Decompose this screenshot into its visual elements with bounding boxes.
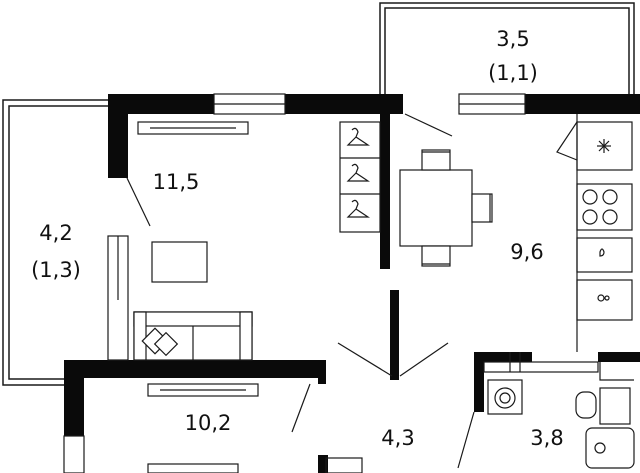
radiator-icon [137, 121, 259, 397]
window-icon [63, 93, 526, 473]
kitchen-area: 9,6 [510, 240, 543, 264]
hanger-icon [346, 127, 370, 218]
bathroom-fixtures [483, 352, 635, 469]
sink-icon [599, 248, 605, 257]
wall-bedroom-top [64, 360, 326, 378]
sofa-icon [133, 311, 253, 361]
wardrobe [339, 121, 381, 233]
washing-machine-icon [487, 379, 523, 415]
balcony-top-outline [379, 2, 635, 96]
bathroom-area: 3,8 [530, 426, 563, 450]
balcony-top-area: 3,5 [496, 27, 529, 51]
sink-icon [585, 427, 635, 469]
wall-top-right [525, 94, 640, 114]
chair-icon [421, 149, 493, 267]
toilet-icon [575, 387, 631, 425]
stove-icon [576, 183, 633, 231]
hall-area: 4,3 [381, 426, 414, 450]
wall-bathroom-top [474, 352, 484, 412]
coffee-table-icon [151, 241, 208, 283]
bedroom-furniture [147, 463, 239, 473]
balcony-left-outline [2, 99, 108, 386]
wall-partition-kitchen-lower [390, 290, 399, 380]
living-room-area: 11,5 [153, 170, 200, 194]
dining-table-icon [399, 149, 493, 267]
wall-top-middle [285, 94, 403, 114]
kitchen-counter [556, 114, 633, 352]
room-labels: 3,5 (1,1) 4,2 (1,3) 11,5 9,6 10,2 4,3 3,… [31, 27, 564, 450]
bedroom-area: 10,2 [185, 411, 232, 435]
wall-hall-bottom [318, 455, 328, 473]
wall-bathroom-right [598, 352, 640, 362]
wall-bathroom-top-h [474, 352, 532, 362]
wall-partition-kitchen [380, 94, 390, 269]
balcony-left-area: 4,2 [39, 221, 72, 245]
balcony-left-note: (1,3) [31, 258, 81, 282]
hall-cabinet [325, 457, 363, 473]
wall-hall-stub [318, 370, 326, 384]
door-swing-icon [126, 113, 475, 469]
wall-top-left [108, 94, 214, 114]
wall-left-upper [108, 94, 128, 178]
balcony-top-note: (1,1) [488, 61, 538, 85]
fridge-icon [556, 121, 633, 171]
walls [64, 94, 640, 473]
